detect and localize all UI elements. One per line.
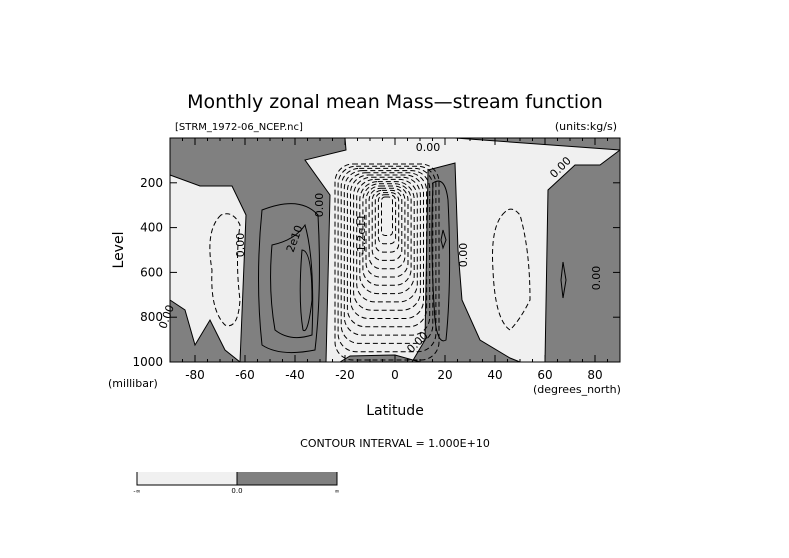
colorbar-negative (137, 472, 237, 485)
file-label: [STRM_1972-06_NCEP.nc] (175, 122, 303, 133)
negative-contour (350, 174, 424, 319)
positive-contour (270, 223, 314, 339)
chart-title: Monthly zonal mean Mass—stream function (187, 91, 603, 113)
units-label: (units:kg/s) (555, 120, 617, 133)
y-axis-label: Level (111, 232, 127, 269)
colorbar-frame (136, 472, 338, 486)
contour-label: 0.00 (416, 141, 441, 154)
y-tick-label: 800 (140, 310, 163, 324)
x-tick-label: 80 (587, 368, 602, 382)
x-tick-label: -60 (235, 368, 255, 382)
colorbar-label: ∞ (335, 488, 340, 495)
x-tick-label: -80 (185, 368, 205, 382)
plot-area: 0.000.000.000.000.000.000.000.002e10-1.2… (156, 137, 621, 363)
positive-contour (258, 203, 320, 354)
negative-contour (346, 172, 428, 328)
x-tick-label: -20 (335, 368, 355, 382)
negative-contour (359, 181, 415, 295)
negative-contour (209, 213, 241, 327)
negative-contour (377, 194, 397, 245)
negative-contour (337, 165, 437, 353)
negative-contour (356, 178, 418, 303)
negative-contour (353, 176, 421, 311)
x-tick-label: -40 (285, 368, 305, 382)
y-tick-label: 400 (140, 221, 163, 235)
negative-contour (334, 163, 440, 361)
x-tick-label: 40 (487, 368, 502, 382)
positive-region (170, 138, 346, 362)
colorbar-positive (237, 472, 337, 485)
contour-label: 0.00 (457, 243, 470, 268)
negative-contour (340, 167, 434, 344)
positive-contour (440, 229, 447, 250)
colorbar: -∞ 0.0 ∞ (133, 472, 340, 495)
x-tick-label: 20 (437, 368, 452, 382)
negative-contour (381, 196, 393, 236)
negative-contour (374, 192, 400, 253)
negative-contour (492, 208, 531, 331)
x-tick-label: 60 (537, 368, 552, 382)
positive-region (455, 138, 620, 362)
y-tick-label: 200 (140, 176, 163, 190)
positive-contour (299, 249, 313, 332)
positive-contour (560, 261, 567, 299)
colorbar-label: 0.0 (231, 487, 242, 495)
zero-contour (411, 162, 521, 363)
negative-contour (362, 183, 412, 286)
x-tick-label: 0 (391, 368, 399, 382)
negative-contour (371, 189, 403, 261)
y-units: (millibar) (108, 377, 158, 390)
positive-region (170, 300, 240, 362)
y-tick-label: 600 (140, 265, 163, 279)
negative-contour (343, 170, 431, 336)
contour-label: 0.00 (313, 193, 326, 218)
contour-label: 0.00 (590, 266, 603, 291)
contour-label: -1.2e11 (355, 214, 368, 256)
negative-contour (368, 187, 406, 270)
x-units: (degrees_north) (533, 383, 621, 396)
contour-label: 0.00 (234, 233, 247, 258)
negative-contour (365, 185, 409, 278)
contour-interval: CONTOUR INTERVAL = 1.000E+10 (300, 437, 490, 450)
colorbar-label: -∞ (133, 488, 140, 495)
x-axis-label: Latitude (366, 403, 424, 419)
y-tick-label: 1000 (132, 355, 163, 369)
positive-contour (431, 180, 451, 342)
